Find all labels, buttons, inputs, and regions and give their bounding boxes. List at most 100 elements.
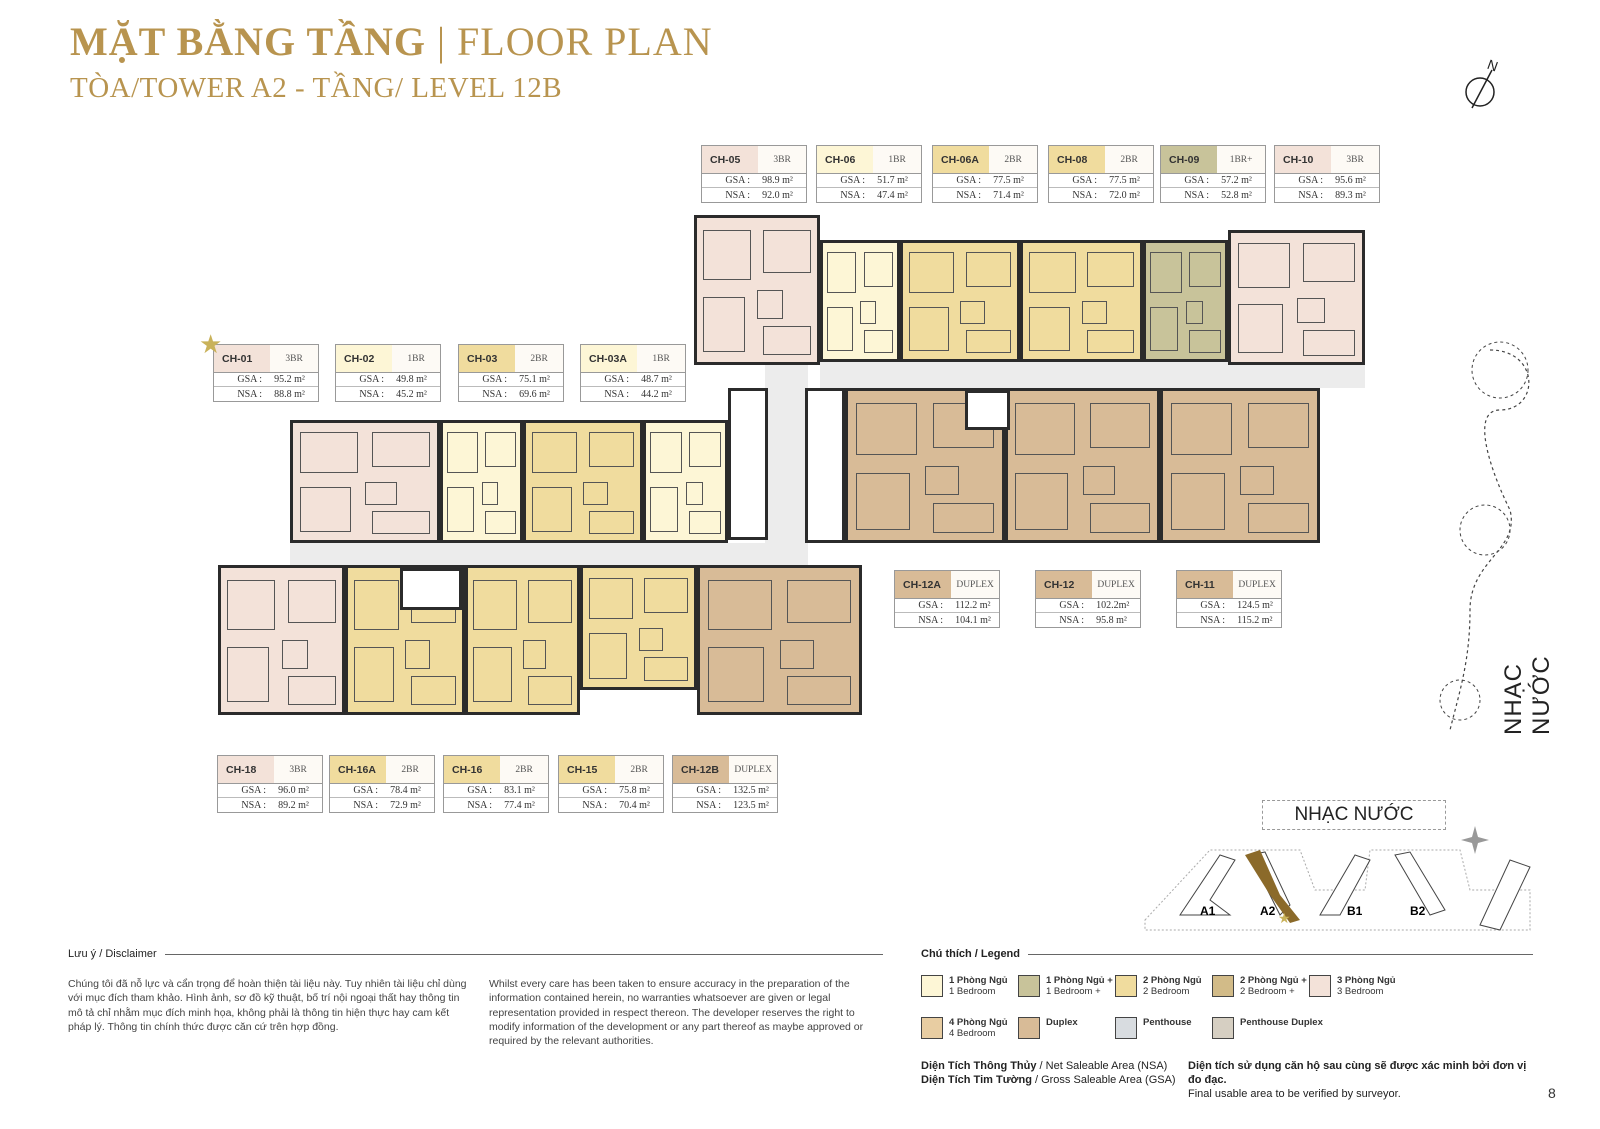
room xyxy=(855,472,910,530)
legend-item: Penthouse Duplex xyxy=(1212,1017,1323,1039)
nsa-label: NSA : xyxy=(956,189,982,201)
legend-heading-text: Chú thích / Legend xyxy=(921,948,1020,960)
gsa-value: 77.5 m² xyxy=(1109,175,1140,186)
gsa-row: GSA :132.5 m² xyxy=(673,784,777,798)
room xyxy=(281,640,309,669)
disclaimer-heading-text: Lưu ý / Disclaimer xyxy=(68,948,157,960)
gsa-label: GSA : xyxy=(482,374,508,385)
legend-label-en: 2 Bedroom + xyxy=(1240,986,1295,997)
gsa-value: 77.5 m² xyxy=(993,175,1024,186)
site-map-title: NHẠC NƯỚC xyxy=(1262,800,1446,830)
legend-label-vi: Penthouse Duplex xyxy=(1240,1017,1323,1028)
north-arrow-icon: N xyxy=(1465,56,1500,109)
nsa-row: NSA :123.5 m² xyxy=(673,798,777,812)
nsa-value: 70.4 m² xyxy=(619,799,650,811)
gsa-value: 78.4 m² xyxy=(390,785,421,796)
disclaimer-heading: Lưu ý / Disclaimer xyxy=(68,948,883,960)
room xyxy=(1237,243,1290,289)
room xyxy=(372,432,430,468)
gsa-row: GSA :124.5 m² xyxy=(1177,599,1281,613)
gsa-label: GSA : xyxy=(918,600,944,611)
gsa-row: GSA : 77.5 m² xyxy=(933,174,1037,188)
site-map: A1 A2 B1 B2 ★ xyxy=(1144,826,1531,931)
gsa-value: 112.2 m² xyxy=(955,600,991,611)
legend-item: Duplex xyxy=(1018,1017,1078,1039)
gsa-label: GSA : xyxy=(1072,175,1098,186)
unit-id: CH-18 xyxy=(218,756,275,783)
room xyxy=(787,579,852,623)
corridor xyxy=(290,543,808,565)
fountain-path-icon xyxy=(1439,341,1530,731)
room xyxy=(287,676,336,705)
room xyxy=(860,301,877,325)
gsa-row: GSA :57.2 m² xyxy=(1161,174,1265,188)
room xyxy=(1028,252,1076,293)
room xyxy=(685,481,703,505)
nsa-row: NSA :104.1 m² xyxy=(895,613,999,627)
nsa-row: NSA :69.6 m² xyxy=(459,387,563,401)
room xyxy=(649,487,678,532)
unit-id: CH-05 xyxy=(702,146,759,173)
room xyxy=(1185,301,1203,325)
unit-type: 2BR xyxy=(500,756,548,783)
room xyxy=(583,481,609,505)
legend-swatch xyxy=(1212,975,1234,997)
nsa-label: NSA : xyxy=(725,189,751,201)
nsa-value: 69.6 m² xyxy=(519,388,550,400)
room xyxy=(1028,306,1070,351)
unit-id: CH-16 xyxy=(444,756,501,783)
nsa-label: NSA : xyxy=(237,388,263,400)
nsa-value: 89.3 m² xyxy=(1335,189,1366,201)
legend-label-vi: 2 Phòng Ngủ + xyxy=(1240,975,1307,986)
legend-item: Penthouse xyxy=(1115,1017,1192,1039)
room xyxy=(1303,329,1356,356)
room xyxy=(485,432,517,468)
nsa-label: NSA : xyxy=(241,799,267,811)
unit-type: 2BR xyxy=(515,345,563,372)
unit-id: CH-03 xyxy=(459,345,516,372)
room xyxy=(1170,402,1233,456)
unit-type: DUPLEX xyxy=(1233,571,1281,598)
legend-label-en: 3 Bedroom xyxy=(1337,986,1384,997)
nsa-value: 71.4 m² xyxy=(993,189,1024,201)
room xyxy=(925,465,959,496)
gsa-row: GSA :75.8 m² xyxy=(559,784,663,798)
room xyxy=(410,676,457,705)
room xyxy=(300,487,351,532)
room xyxy=(826,306,853,351)
nsa-label: NSA : xyxy=(1298,189,1324,201)
site-tower-a2: A2 xyxy=(1260,904,1276,918)
gsa-row: GSA :75.1 m² xyxy=(459,373,563,387)
nsa-value: 115.2 m² xyxy=(1237,614,1273,626)
corridor xyxy=(765,362,808,572)
unit-ch-16 xyxy=(465,565,580,715)
gsa-label: GSA : xyxy=(237,374,263,385)
gsa-label: GSA : xyxy=(353,785,379,796)
gsa-label: GSA : xyxy=(956,175,982,186)
nsa-row: NSA :70.4 m² xyxy=(559,798,663,812)
legend-label-en: 4 Bedroom xyxy=(949,1028,996,1039)
gsa-row: GSA :48.7 m² xyxy=(581,373,685,387)
room xyxy=(908,306,949,351)
unit-type: 1BR+ xyxy=(1217,146,1265,173)
gsa-row: GSA :96.0 m² xyxy=(218,784,322,798)
stair-core xyxy=(400,568,462,610)
legend-label-en: 1 Bedroom xyxy=(949,986,996,997)
room xyxy=(287,579,336,623)
room xyxy=(353,579,400,630)
room xyxy=(446,487,474,532)
gsa-value: 51.7 m² xyxy=(877,175,908,186)
site-tower-b2: B2 xyxy=(1410,904,1426,918)
nsa-value: 44.2 m² xyxy=(641,388,672,400)
room xyxy=(473,647,512,702)
unit-ch-10 xyxy=(1228,230,1365,365)
